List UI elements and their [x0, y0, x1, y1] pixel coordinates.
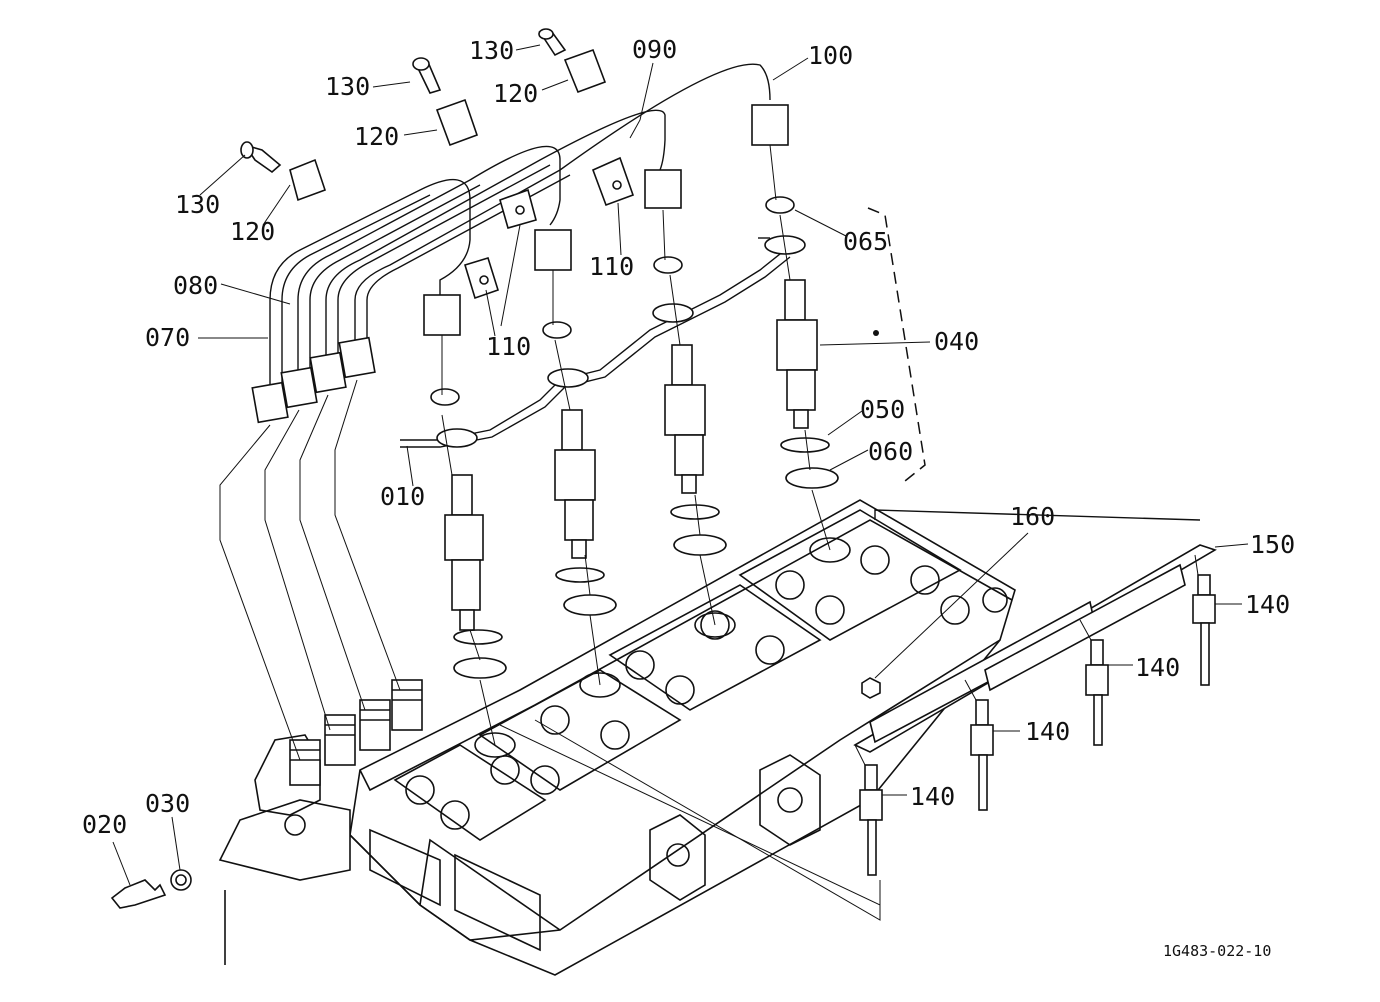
label-130: 130 [325, 72, 370, 101]
label-020: 020 [82, 810, 127, 839]
label-065: 065 [843, 227, 888, 256]
label-120: 120 [493, 79, 538, 108]
label-070: 070 [145, 323, 190, 352]
leader-lines [112, 44, 1249, 886]
label-120: 120 [230, 217, 275, 246]
assembly-bracket-040 [867, 207, 926, 486]
injection-pump [218, 679, 423, 965]
label-140: 140 [1025, 717, 1070, 746]
label-140: 140 [1135, 653, 1180, 682]
label-060: 060 [868, 437, 913, 466]
cylinder-head [349, 499, 1016, 976]
injection-pipes [251, 63, 789, 424]
label-010: 010 [380, 482, 425, 511]
label-130: 130 [175, 190, 220, 219]
label-100: 100 [808, 41, 853, 70]
label-130: 130 [469, 36, 514, 65]
pipe-clamps [240, 28, 635, 300]
label-090: 090 [632, 35, 677, 64]
label-050: 050 [860, 395, 905, 424]
label-030: 030 [145, 789, 190, 818]
injector-assemblies [430, 196, 839, 679]
label-110: 110 [589, 252, 634, 281]
assembly-lines [219, 144, 1199, 921]
label-120: 120 [354, 122, 399, 151]
label-150: 150 [1250, 530, 1295, 559]
callout-labels: 010 020 030 040 050 060 065 070 080 090 … [82, 35, 1295, 960]
label-110: 110 [486, 332, 531, 361]
label-140: 140 [1245, 590, 1290, 619]
label-080: 080 [173, 271, 218, 300]
label-140: 140 [910, 782, 955, 811]
label-040: 040 [934, 327, 979, 356]
glow-plugs [853, 509, 1217, 876]
label-160: 160 [1010, 502, 1055, 531]
drawing-code: 1G483-022-10 [1163, 942, 1271, 960]
bleed-screw-fittings [110, 869, 192, 909]
